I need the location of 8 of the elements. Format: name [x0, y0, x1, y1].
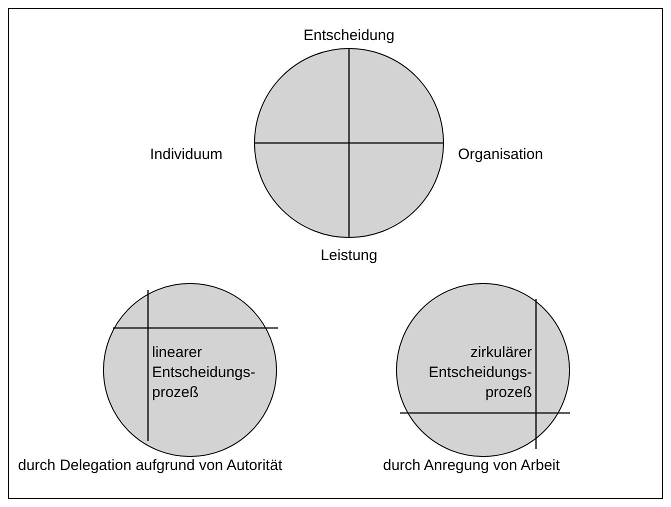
circle-label: linearer Entscheidungs- prozeß	[152, 343, 256, 403]
axis-label: Entscheidung	[304, 26, 394, 46]
axis-label: Individuum	[150, 145, 223, 165]
axis-label: Organisation	[458, 145, 544, 165]
circle-label: zirkulärer Entscheidungs- prozeß	[428, 343, 532, 403]
axis-label: Leistung	[320, 246, 378, 266]
caption-text: durch Delegation aufgrund von Autorität	[18, 456, 282, 476]
caption-text: durch Anregung von Arbeit	[383, 456, 560, 476]
